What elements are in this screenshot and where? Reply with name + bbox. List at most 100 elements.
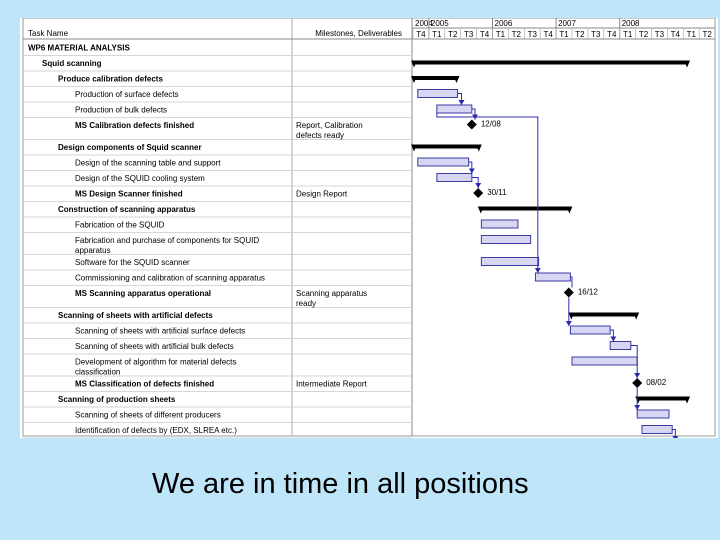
header-quarter-T4: T4 bbox=[607, 30, 617, 39]
arrow-head bbox=[634, 373, 641, 378]
task-label: Scanning of sheets of different producer… bbox=[75, 411, 221, 420]
header-year-2004: 2004 bbox=[415, 19, 433, 28]
task-label: MS Calibration defects finished bbox=[75, 121, 194, 130]
header-quarter-T3: T3 bbox=[464, 30, 474, 39]
task-bar bbox=[480, 257, 540, 266]
arrow-head bbox=[610, 336, 617, 342]
task-bar bbox=[571, 356, 638, 366]
task-label: Construction of scanning apparatus bbox=[58, 205, 196, 214]
dependency-arrow bbox=[436, 113, 539, 273]
header-quarter-T1: T1 bbox=[687, 30, 697, 39]
dependency-arrow bbox=[471, 177, 479, 188]
task-label: Commissioning and calibration of scannin… bbox=[75, 274, 265, 283]
summary-start-cap bbox=[568, 312, 575, 320]
summary-bar bbox=[570, 312, 638, 317]
task-label: Design components of Squid scanner bbox=[58, 143, 202, 152]
task-bar bbox=[534, 272, 571, 282]
task-label: Fabrication and purchase of components f… bbox=[75, 236, 259, 245]
task-label: Scanning of sheets with artificial surfa… bbox=[75, 327, 245, 336]
header-year-2008: 2008 bbox=[622, 19, 640, 28]
task-label: Scanning of sheets with artificial defec… bbox=[58, 311, 213, 320]
deliverable-label: Report, Calibration bbox=[296, 121, 363, 130]
task-label: Production of surface defects bbox=[75, 90, 179, 99]
task-label: Identification of defects by (EDX, SLREA… bbox=[75, 426, 237, 435]
deliverable-label: Design Report bbox=[296, 190, 348, 199]
header-quarter-T4: T4 bbox=[480, 30, 490, 39]
header-quarter-T3: T3 bbox=[528, 30, 538, 39]
summary-bar bbox=[637, 396, 689, 401]
summary-end-cap bbox=[566, 206, 573, 214]
task-label: MS Design Scanner finished bbox=[75, 190, 183, 199]
task-label: Software for the SQUID scanner bbox=[75, 258, 190, 267]
summary-start-cap bbox=[477, 206, 484, 214]
task-bar bbox=[480, 219, 519, 229]
summary-start-cap bbox=[411, 144, 417, 152]
header-quarter-T2: T2 bbox=[575, 30, 585, 39]
task-label-cont: classification bbox=[75, 368, 120, 377]
header-year-2007: 2007 bbox=[558, 19, 576, 28]
header-quarter-T3: T3 bbox=[591, 30, 601, 39]
task-bar bbox=[436, 173, 473, 182]
dependency-arrow bbox=[630, 345, 638, 378]
header-quarter-T2: T2 bbox=[702, 30, 712, 39]
header-year-2005: 2005 bbox=[431, 19, 449, 28]
summary-end-cap bbox=[453, 76, 460, 83]
deliverable-label: ready bbox=[296, 299, 316, 308]
task-bar bbox=[609, 341, 632, 350]
slide-caption: We are in time in all positions bbox=[152, 468, 529, 500]
summary-start-cap bbox=[411, 60, 417, 68]
task-bar bbox=[417, 157, 470, 167]
header-quarter-T4: T4 bbox=[671, 30, 681, 39]
header-quarter-T1: T1 bbox=[496, 30, 506, 39]
task-bar bbox=[436, 104, 473, 114]
summary-end-cap bbox=[684, 396, 691, 404]
header-quarter-T4: T4 bbox=[416, 30, 426, 39]
milestone-date: 30/11 bbox=[487, 188, 507, 197]
arrow-head bbox=[565, 321, 572, 326]
summary-end-cap bbox=[684, 60, 691, 68]
task-label: Scanning of sheets with artificial bulk … bbox=[75, 342, 234, 351]
task-label: Squid scanning bbox=[42, 59, 102, 68]
deliverable-label: Intermediate Report bbox=[296, 380, 367, 389]
summary-bar bbox=[479, 206, 571, 211]
milestone-date: 12/08 bbox=[481, 120, 502, 129]
summary-bar bbox=[413, 60, 689, 65]
summary-end-cap bbox=[633, 312, 640, 320]
deliverable-label: Scanning apparatus bbox=[296, 289, 367, 298]
task-label: Design of the scanning table and support bbox=[75, 159, 221, 168]
milestone-diamond bbox=[466, 119, 477, 130]
task-bar bbox=[569, 325, 611, 335]
gantt-frame bbox=[22, 18, 716, 437]
task-label: Produce calibration defects bbox=[58, 75, 163, 84]
task-label: Design of the SQUID cooling system bbox=[75, 174, 205, 183]
milestone-diamond bbox=[563, 287, 574, 298]
header-milestones: Milestones, Deliverables bbox=[315, 29, 402, 38]
task-bar bbox=[480, 235, 532, 244]
milestone-diamond bbox=[632, 378, 643, 388]
task-label: Fabrication of the SQUID bbox=[75, 221, 165, 230]
dependency-arrow bbox=[570, 276, 573, 288]
header-task-name: Task Name bbox=[28, 29, 69, 38]
deliverable-label: defects ready bbox=[296, 131, 344, 140]
header-quarter-T2: T2 bbox=[512, 30, 522, 39]
arrow-head bbox=[634, 405, 641, 410]
task-label: Production of bulk defects bbox=[75, 106, 167, 115]
arrow-head bbox=[534, 268, 541, 273]
header-quarter-T1: T1 bbox=[623, 30, 633, 39]
task-label: Development of algorithm for material de… bbox=[75, 358, 236, 367]
header-quarter-T2: T2 bbox=[639, 30, 649, 39]
arrow-head bbox=[475, 183, 482, 188]
milestone-date: 16/12 bbox=[578, 288, 599, 297]
arrow-head bbox=[458, 100, 465, 105]
summary-start-cap bbox=[411, 76, 417, 83]
arrow-head bbox=[672, 436, 679, 438]
task-label-cont: apparatus bbox=[75, 246, 111, 255]
header-quarter-T1: T1 bbox=[559, 30, 569, 39]
header-quarter-T4: T4 bbox=[543, 30, 553, 39]
task-label: MS Classification of defects finished bbox=[75, 380, 214, 389]
summary-end-cap bbox=[475, 144, 482, 152]
task-bar bbox=[641, 425, 673, 434]
